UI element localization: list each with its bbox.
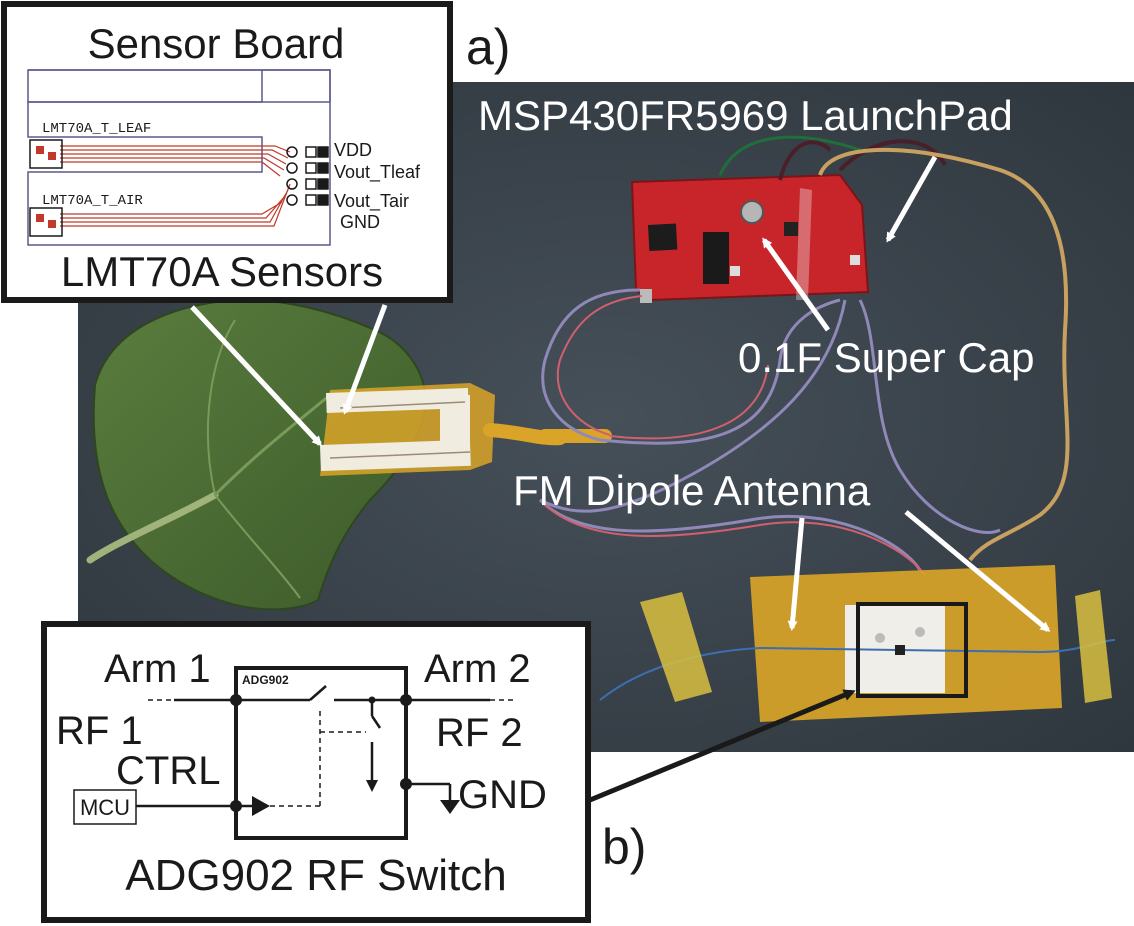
mcu-box [73, 789, 137, 825]
ctrl-label: CTRL [116, 749, 220, 793]
panel-a-label: a) [466, 19, 510, 75]
pcb-outline [27, 69, 331, 246]
switch-schematic [136, 685, 490, 808]
arrow-sensor-leaf [190, 305, 323, 447]
chip-label: ADG902 [242, 673, 289, 687]
antenna-photo [599, 565, 1116, 722]
switch-control-dashed [148, 699, 516, 807]
sensor-board-caption: LMT70A Sensors [61, 248, 383, 295]
pin-vout-tair: Vout_Tair [334, 191, 409, 212]
photo-labels: MSP430FR5969 LaunchPad 0.1F Super Cap FM… [478, 92, 1035, 514]
arrow-rf-switch [589, 689, 856, 803]
launchpad-label: MSP430FR5969 LaunchPad [478, 92, 1013, 139]
arrow-antenna-right [904, 510, 1051, 632]
pin-vdd: VDD [334, 140, 372, 160]
sensor-board-photo [320, 383, 612, 476]
panel-b-label: b) [602, 819, 646, 875]
air-sensor-footprint [29, 207, 63, 237]
arrow-super-cap [761, 237, 831, 332]
antenna-label: FM Dipole Antenna [513, 467, 871, 514]
connector-pads [286, 146, 329, 206]
arrow-launchpad [885, 155, 938, 243]
annotation-arrows [190, 155, 1051, 632]
arrow-sensor-air [342, 304, 388, 415]
leaf-sensor-footprint [29, 139, 63, 169]
rf-switch-inset: ADG902 MCU [41, 621, 591, 923]
adg902-chip [234, 666, 408, 840]
pcb-traces [60, 145, 291, 227]
pin-vout-tleaf: Vout_Tleaf [334, 162, 421, 183]
arrow-antenna-left [787, 517, 805, 631]
sensor-board-title: Sensor Board [88, 20, 345, 67]
super-cap-label: 0.1F Super Cap [738, 334, 1035, 381]
leaf-sensor-label: LMT70A_T_LEAF [42, 121, 151, 137]
sensor-board-inset: Sensor Board [1, 1, 453, 303]
wires-photo [538, 135, 1070, 576]
launchpad-board-photo [630, 173, 870, 303]
arm2-label: Arm 2 [424, 647, 531, 691]
rf2-label: RF 2 [436, 711, 523, 755]
pin-gnd: GND [340, 212, 380, 232]
arm1-label: Arm 1 [104, 647, 211, 691]
rf-switch-caption: ADG902 RF Switch [125, 851, 506, 900]
switch-highlight-box [856, 602, 968, 698]
air-sensor-label: LMT70A_T_AIR [42, 193, 143, 209]
gnd-label: GND [458, 773, 547, 817]
rf1-label: RF 1 [56, 709, 143, 753]
mcu-label: MCU [80, 795, 130, 820]
ivy-leaf [86, 298, 427, 611]
